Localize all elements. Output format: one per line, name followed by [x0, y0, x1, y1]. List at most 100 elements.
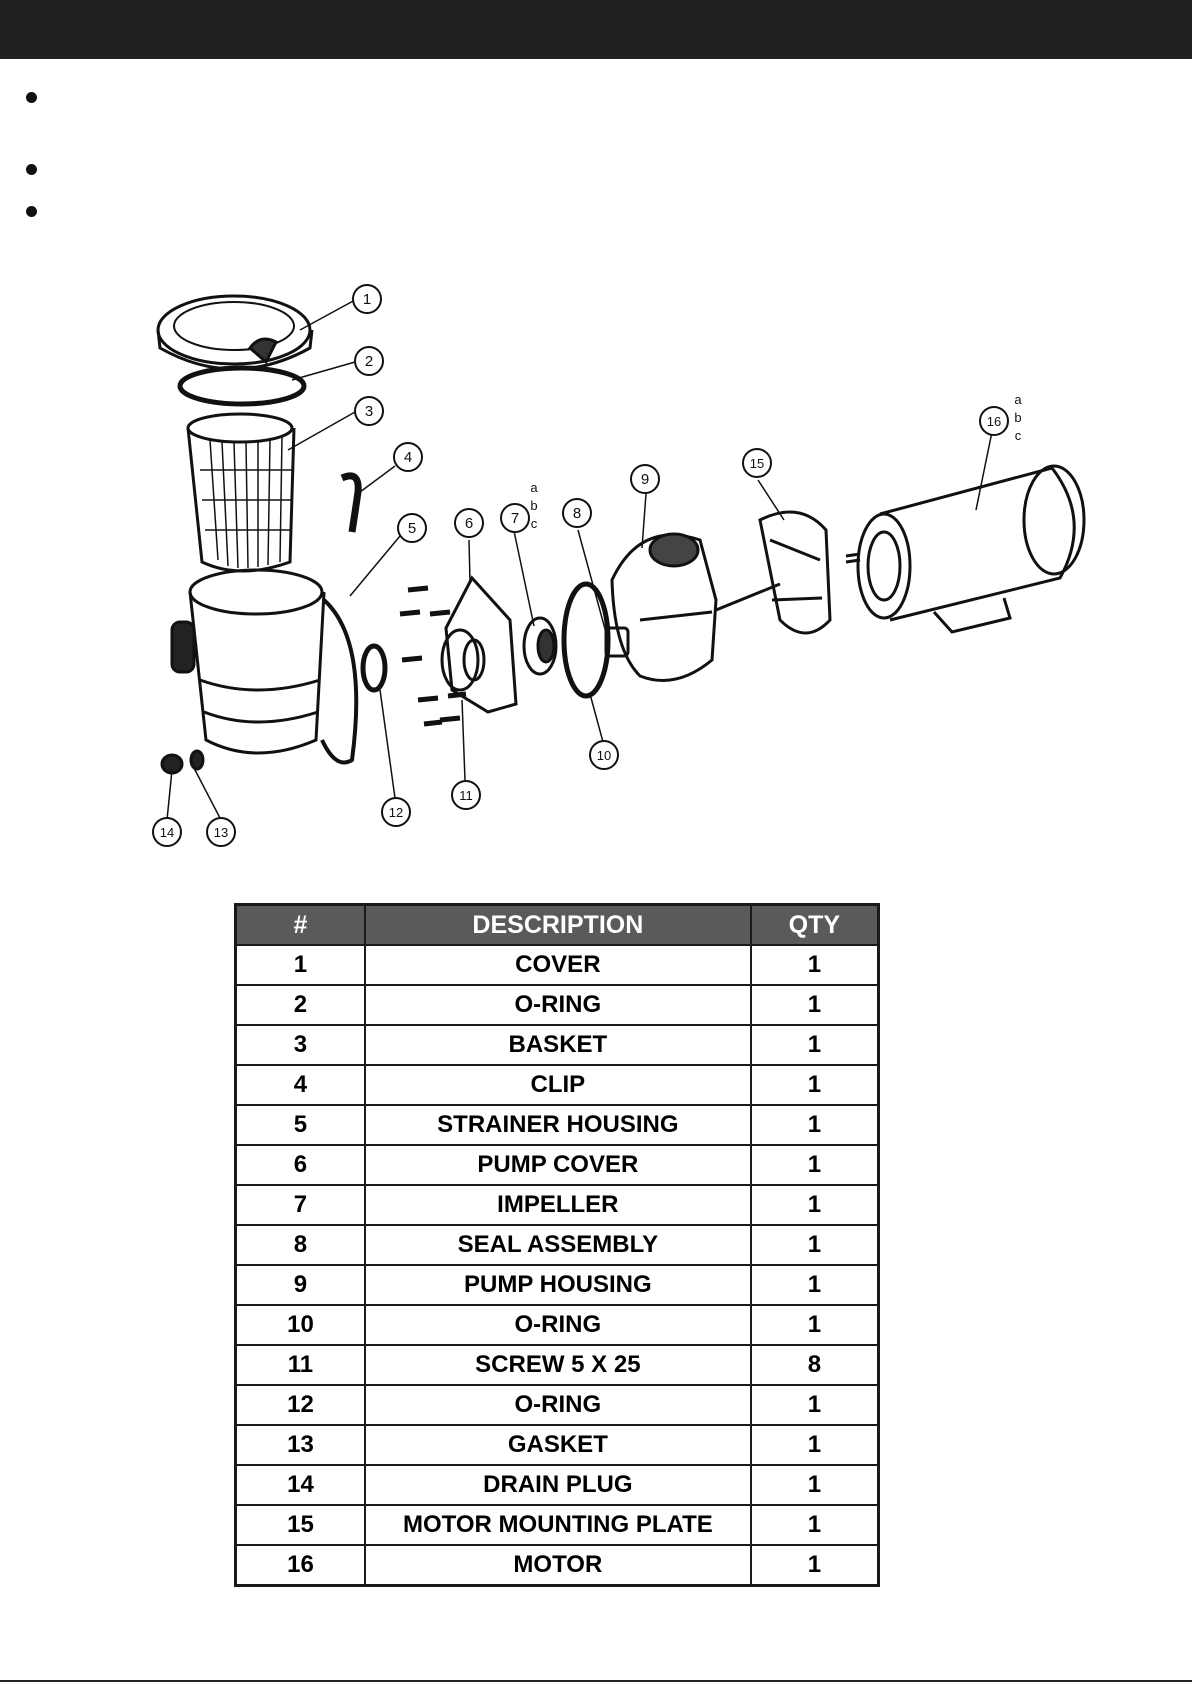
- callout-label-2: 2: [365, 353, 373, 370]
- bullet-icon: [26, 164, 37, 175]
- cell-number: 10: [234, 1304, 366, 1346]
- pump-parts-drawing: [156, 294, 1086, 775]
- cell-description: O-RING: [363, 984, 752, 1026]
- callout-3: [354, 396, 384, 426]
- cell-qty: 1: [749, 1384, 880, 1426]
- callout-2: [354, 346, 384, 376]
- callout-label-4: 4: [404, 449, 412, 466]
- cell-number: 16: [234, 1544, 366, 1587]
- callout-label-3: 3: [365, 403, 373, 420]
- cell-number: 4: [234, 1064, 366, 1106]
- header-description: DESCRIPTION: [363, 903, 752, 946]
- cell-qty: 1: [749, 944, 880, 986]
- cell-description: MOTOR: [363, 1544, 752, 1587]
- callout-13: [206, 817, 236, 847]
- cell-qty: 1: [749, 1104, 880, 1146]
- footer-divider: [0, 1680, 1192, 1682]
- header-number: #: [234, 903, 366, 946]
- callout-label-16: 16: [987, 414, 1001, 429]
- variant-a-16: a: [1014, 392, 1022, 407]
- leader-lines: [166, 299, 995, 821]
- cell-qty: 1: [749, 1144, 880, 1186]
- callout-label-11: 11: [459, 788, 473, 803]
- cell-description: GASKET: [363, 1424, 752, 1466]
- cell-qty: 1: [749, 1184, 880, 1226]
- cell-description: SCREW 5 X 25: [363, 1344, 752, 1386]
- cell-description: COVER: [363, 944, 752, 986]
- cell-number: 12: [234, 1384, 366, 1426]
- callout-label-10: 10: [597, 748, 611, 763]
- callout-5: [397, 513, 427, 543]
- variant-c-16: c: [1015, 428, 1022, 443]
- bullet-icon: [26, 206, 37, 217]
- callout-10: [589, 740, 619, 770]
- callout-label-15: 15: [750, 456, 764, 471]
- callout-label-6: 6: [465, 515, 473, 532]
- callout-label-5: 5: [408, 520, 416, 537]
- cell-description: CLIP: [363, 1064, 752, 1106]
- callout-12: [381, 797, 411, 827]
- callout-7: [500, 503, 530, 533]
- exploded-pump-diagram: 1 2 3 4 5 6 7 8 9 10 11 12 13 14 15 16 a…: [152, 284, 1086, 847]
- cell-number: 8: [234, 1224, 366, 1266]
- callout-4: [393, 442, 423, 472]
- cell-number: 9: [234, 1264, 366, 1306]
- header-bar: [0, 0, 1192, 59]
- header-qty: QTY: [749, 903, 880, 946]
- cell-description: IMPELLER: [363, 1184, 752, 1226]
- cell-description: MOTOR MOUNTING PLATE: [363, 1504, 752, 1546]
- cell-number: 15: [234, 1504, 366, 1546]
- cell-qty: 1: [749, 1024, 880, 1066]
- variant-a-7: a: [530, 480, 538, 495]
- callout-circles: [152, 284, 1009, 847]
- cell-number: 13: [234, 1424, 366, 1466]
- cell-number: 2: [234, 984, 366, 1026]
- cell-number: 3: [234, 1024, 366, 1066]
- callout-1: [352, 284, 382, 314]
- cell-description: PUMP COVER: [363, 1144, 752, 1186]
- cell-description: DRAIN PLUG: [363, 1464, 752, 1506]
- cell-qty: 1: [749, 984, 880, 1026]
- cell-qty: 1: [749, 1264, 880, 1306]
- cell-number: 11: [234, 1344, 366, 1386]
- callout-label-13: 13: [214, 825, 228, 840]
- callout-8: [562, 498, 592, 528]
- cell-description: STRAINER HOUSING: [363, 1104, 752, 1146]
- callout-6: [454, 508, 484, 538]
- callout-16: [979, 406, 1009, 436]
- cell-description: O-RING: [363, 1384, 752, 1426]
- cell-qty: 1: [749, 1504, 880, 1546]
- table-header-row: # DESCRIPTION QTY: [234, 903, 880, 946]
- cell-qty: 1: [749, 1064, 880, 1106]
- callout-11: [451, 780, 481, 810]
- cell-number: 1: [234, 944, 366, 986]
- callout-numbers: 1 2 3 4 5 6 7 8 9 10 11 12 13 14 15 16: [160, 291, 1001, 840]
- callout-label-9: 9: [641, 471, 649, 488]
- callout-label-1: 1: [363, 291, 371, 308]
- callout-label-7: 7: [511, 510, 519, 527]
- cell-description: BASKET: [363, 1024, 752, 1066]
- cell-number: 14: [234, 1464, 366, 1506]
- cell-qty: 1: [749, 1304, 880, 1346]
- cell-qty: 1: [749, 1544, 880, 1587]
- callout-14: [152, 817, 182, 847]
- variant-letters: a b c a b c: [530, 392, 1022, 531]
- callout-label-8: 8: [573, 505, 581, 522]
- callout-label-14: 14: [160, 825, 174, 840]
- cell-qty: 1: [749, 1464, 880, 1506]
